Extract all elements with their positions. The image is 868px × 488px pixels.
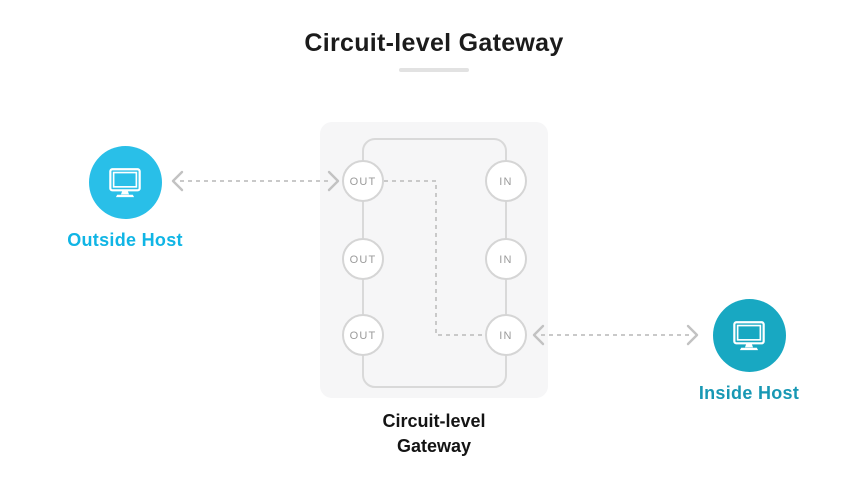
port-out-3: OUT bbox=[342, 314, 384, 356]
monitor-icon bbox=[733, 320, 765, 350]
outside-host-label: Outside Host bbox=[67, 230, 183, 250]
outside-arrow bbox=[171, 170, 340, 192]
page-title: Circuit-level Gateway bbox=[304, 29, 564, 57]
port-in-1: IN bbox=[485, 160, 527, 202]
port-in-3-label: IN bbox=[499, 330, 512, 342]
session-dashed-path bbox=[384, 180, 482, 336]
inside-host: Inside Host bbox=[664, 299, 834, 404]
inside-host-label: Inside Host bbox=[698, 383, 800, 403]
arrowhead-left-icon bbox=[171, 170, 184, 192]
inside-host-circle bbox=[712, 299, 786, 372]
port-out-2: OUT bbox=[342, 238, 384, 280]
port-out-1-label: OUT bbox=[350, 176, 377, 188]
gateway-caption-line2: Gateway bbox=[396, 436, 472, 456]
arrowhead-right-icon bbox=[686, 324, 699, 346]
arrowhead-right-icon bbox=[327, 170, 340, 192]
gateway-caption: Circuit-level Gateway bbox=[320, 409, 548, 459]
monitor-icon bbox=[109, 167, 141, 197]
port-in-3: IN bbox=[485, 314, 527, 356]
outside-host: Outside Host bbox=[40, 146, 210, 251]
port-in-2-label: IN bbox=[499, 254, 512, 266]
port-out-2-label: OUT bbox=[350, 254, 377, 266]
port-out-1: OUT bbox=[342, 160, 384, 202]
inside-arrow bbox=[532, 324, 699, 346]
port-in-2: IN bbox=[485, 238, 527, 280]
gateway-track bbox=[362, 138, 507, 388]
port-out-3-label: OUT bbox=[350, 330, 377, 342]
port-in-1-label: IN bbox=[499, 176, 512, 188]
title-divider bbox=[399, 68, 469, 72]
arrowhead-left-icon bbox=[532, 324, 545, 346]
gateway-caption-line1: Circuit-level bbox=[382, 411, 486, 431]
outside-host-circle bbox=[88, 146, 162, 219]
